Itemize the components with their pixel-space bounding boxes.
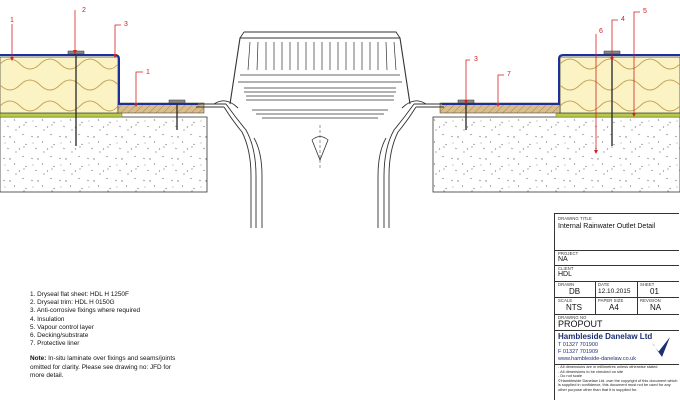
- disclaimer-2: - All dimensions to be checked on site: [558, 368, 624, 374]
- callout-6: 6: [599, 28, 603, 35]
- callout-leader-3b: [465, 59, 470, 100]
- paper-size-label: PAPER SIZE: [598, 298, 624, 303]
- telephone: T 01327 701900: [558, 342, 598, 348]
- callouts: [11, 10, 640, 150]
- callout-leader-1b: [135, 71, 143, 103]
- right-roof-build-up: [432, 50, 680, 193]
- callout-3a: 2: [82, 7, 86, 14]
- drawing-title-label: DRAWING TITLE: [558, 216, 592, 221]
- note-item-7: 7. Protective liner: [30, 340, 80, 348]
- outlet-tail: [311, 136, 329, 162]
- left-concrete-deck: [0, 116, 208, 193]
- client-label: CLIENT: [558, 266, 574, 271]
- disclaimer-3: - Do not scale: [558, 373, 583, 379]
- leaf-guard: [229, 37, 411, 105]
- callout-3b: 3: [474, 56, 478, 63]
- outlet-body-right-inner: [377, 137, 387, 228]
- company-contact: T 01327 701900 F 01327 701909 www.hamble…: [558, 342, 636, 363]
- note-item-3: 3. Anti-corrosive fixings where required: [30, 307, 141, 315]
- callout-leader-2: [114, 24, 121, 54]
- outlet-clamp: [213, 100, 427, 109]
- date-label: DATE: [598, 282, 610, 287]
- right-insulation-loops: [559, 58, 680, 112]
- company-name: Hambleside Danelaw Ltd: [558, 332, 653, 341]
- outlet-body-left: [223, 103, 257, 228]
- left-fixing-2: [168, 99, 186, 130]
- scale-value: NTS: [566, 303, 582, 312]
- note-label: Note:: [30, 355, 47, 363]
- callout-numbers: 1 2 3 1 3 7 6 4 5: [10, 7, 647, 78]
- note-item-4: 4. Insulation: [30, 315, 65, 323]
- drawing-no-label: DRAWING NO: [558, 315, 587, 320]
- website: www.hambleside-danelaw.co.uk: [558, 356, 636, 362]
- company-logo-icon: [652, 337, 670, 357]
- revision-value: NA: [650, 303, 662, 312]
- left-insulation-loops: [0, 58, 119, 112]
- left-roof-build-up: [0, 50, 208, 193]
- leaf-guard-slots: [238, 41, 402, 119]
- callout-1b: 1: [146, 69, 150, 76]
- drawn-label: DRAWN: [558, 282, 575, 287]
- callout-4: 4: [621, 16, 625, 23]
- date-value: 12.10.2015: [598, 288, 631, 295]
- notes-panel: 1. Dryseal flat sheet: HDL H 1250F 2. Dr…: [30, 291, 270, 380]
- callout-7: 7: [507, 71, 511, 78]
- left-vapour-control-layer: [0, 112, 123, 118]
- project-value: NA: [558, 256, 568, 263]
- leaf-guard-top: [239, 31, 401, 39]
- client-value: HDL: [558, 271, 573, 278]
- scale-label: SCALE: [558, 298, 573, 303]
- note-item-6: 6. Decking/substrate: [30, 332, 89, 340]
- rainwater-outlet: [196, 31, 444, 228]
- disclaimer-1: - All dimensions are in millimetres unle…: [558, 364, 658, 369]
- project-label: PROJECT: [558, 251, 579, 256]
- callout-2: 3: [124, 21, 128, 28]
- callout-leader-4: [611, 19, 618, 57]
- note-text: In-situ laminate over fixings and seams/…: [30, 355, 176, 379]
- sheet-value: 01: [650, 287, 659, 296]
- title-block: DRAWING TITLE Internal Rainwater Outlet …: [554, 213, 679, 400]
- note-item-2: 2. Dryseal trim: HDL H 0150G: [30, 299, 115, 307]
- laminate-note: Note: In-situ laminate over fixings and …: [30, 355, 180, 380]
- paper-size-value: A4: [609, 303, 619, 312]
- right-dryseal-sheet: [442, 54, 680, 105]
- right-vapour-control-layer: [555, 112, 680, 118]
- drawn-value: DB: [569, 287, 581, 296]
- outlet-body-right: [383, 103, 417, 228]
- callout-1a: 1: [10, 17, 14, 24]
- drawing-no-value: PROPOUT: [558, 319, 603, 329]
- revision-label: REVISION: [640, 298, 661, 303]
- outlet-flange-right: [414, 103, 444, 108]
- disclaimer: - All dimensions are in millimetres unle…: [558, 364, 678, 393]
- callout-leader-5: [633, 11, 640, 113]
- note-item-5: 5. Vapour control layer: [30, 323, 94, 331]
- outlet-body-left-inner: [253, 137, 263, 228]
- drawing-title: Internal Rainwater Outlet Detail: [558, 223, 656, 230]
- outlet-flange-left: [196, 103, 226, 108]
- copyright-notice: ©Hambleside Danelaw Ltd. own the copyrig…: [558, 377, 678, 392]
- callout-leader-7: [497, 74, 504, 103]
- callout-5: 5: [643, 8, 647, 15]
- note-item-1: 1. Dryseal flat sheet: HDL H 1250F: [30, 291, 129, 298]
- fax: F 01327 701909: [558, 349, 599, 355]
- sheet-label: SHEET: [640, 282, 655, 287]
- right-concrete-deck: [432, 116, 680, 193]
- callout-arrowheads: [10, 50, 636, 154]
